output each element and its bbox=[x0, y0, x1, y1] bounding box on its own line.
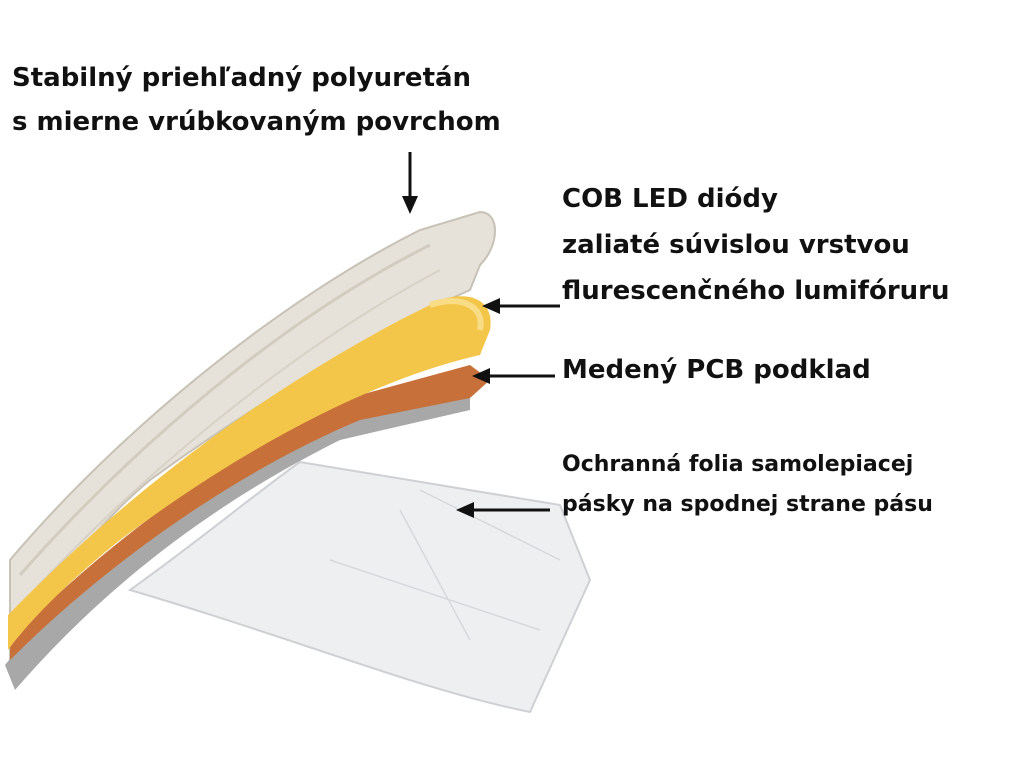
arrow-polyurethane bbox=[402, 152, 418, 214]
label-tape-line-2: pásky na spodnej strane pásu bbox=[562, 485, 933, 525]
label-pcb: Medený PCB podklad bbox=[562, 350, 871, 390]
label-tape-line-1: Ochranná folia samolepiacej bbox=[562, 445, 933, 485]
label-pcb-line-1: Medený PCB podklad bbox=[562, 350, 871, 390]
label-polyurethane-line-1: Stabilný priehľadný polyuretán bbox=[12, 56, 501, 100]
label-tape: Ochranná folia samolepiacej pásky na spo… bbox=[562, 445, 933, 525]
label-cob-led-line-3: flurescenčného lumifóruru bbox=[562, 268, 950, 314]
label-polyurethane-line-2: s mierne vrúbkovaným povrchom bbox=[12, 100, 501, 144]
arrow-cob-led bbox=[482, 298, 560, 314]
label-cob-led-line-2: zaliaté súvislou vrstvou bbox=[562, 222, 950, 268]
label-cob-led-line-1: COB LED diódy bbox=[562, 176, 950, 222]
label-polyurethane: Stabilný priehľadný polyuretán s mierne … bbox=[12, 56, 501, 144]
label-cob-led: COB LED diódy zaliaté súvislou vrstvou f… bbox=[562, 176, 950, 314]
